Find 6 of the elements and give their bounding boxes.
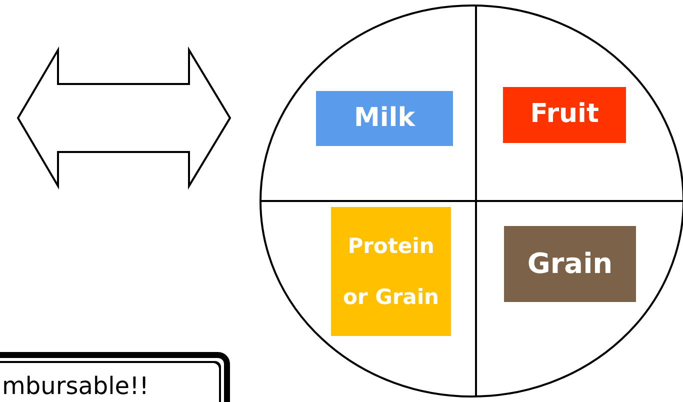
plate-drawing [259, 4, 683, 398]
milk-label: Milk [316, 91, 453, 146]
protein-grain-label: Protein or Grain [331, 207, 451, 336]
grain-label: Grain [504, 226, 636, 302]
note-box: mbursable!! [0, 352, 230, 402]
fruit-label: Fruit [503, 87, 626, 143]
